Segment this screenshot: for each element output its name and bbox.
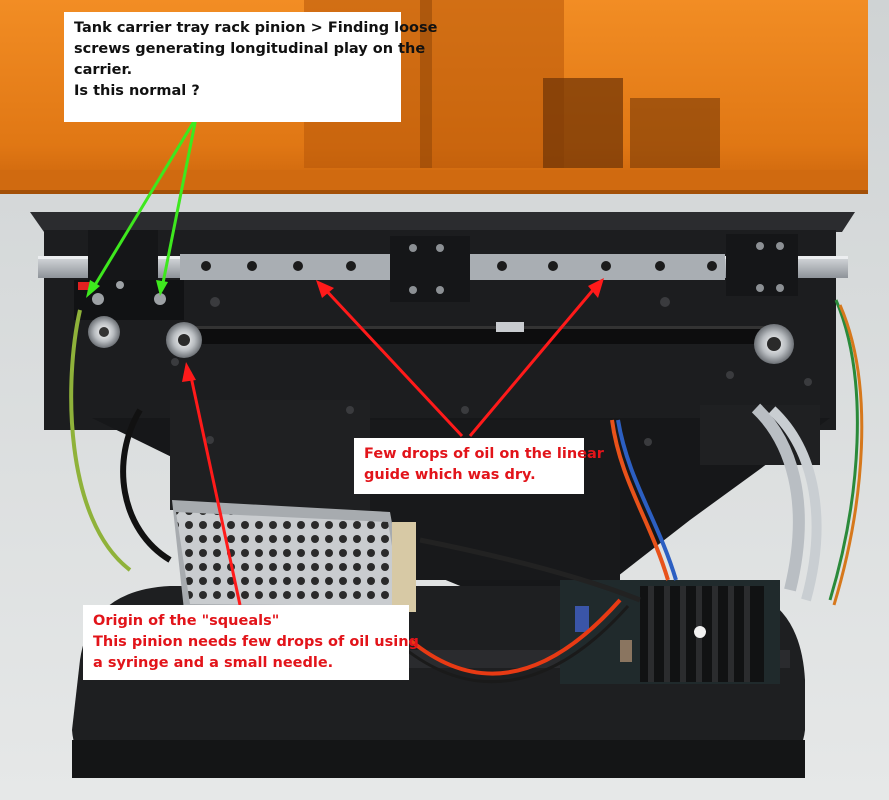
chassis-screws [171,297,812,446]
callout-line: Tank carrier tray rack pinion > Finding … [74,20,438,36]
callout-line: a syringe and a small needle. [93,655,334,671]
callout-pinion-screws: Tank carrier tray rack pinion > Finding … [64,12,438,122]
callout-line: Few drops of oil on the linear [364,446,604,462]
callout-line: carrier. [74,62,133,78]
cables [69,299,864,684]
callout-line: guide which was dry. [364,467,536,483]
callout-line: screws generating longitudinal play on t… [74,41,426,57]
power-supply [172,500,416,612]
callout-line: Origin of the "squeals" [93,613,280,629]
green-arrows [86,117,198,298]
callout-line: Is this normal ? [74,83,200,99]
red-arrows [182,278,604,606]
controller-board [560,580,780,684]
pinion-carrier [74,280,184,348]
callout-linear-guide: Few drops of oil on the linear guide whi… [354,438,604,494]
linear-guide-rail [38,230,848,302]
callout-squeals: Origin of the "squeals" This pinion need… [83,605,419,680]
drive-belt [166,322,794,364]
callout-line: This pinion needs few drops of oil using [93,634,419,650]
